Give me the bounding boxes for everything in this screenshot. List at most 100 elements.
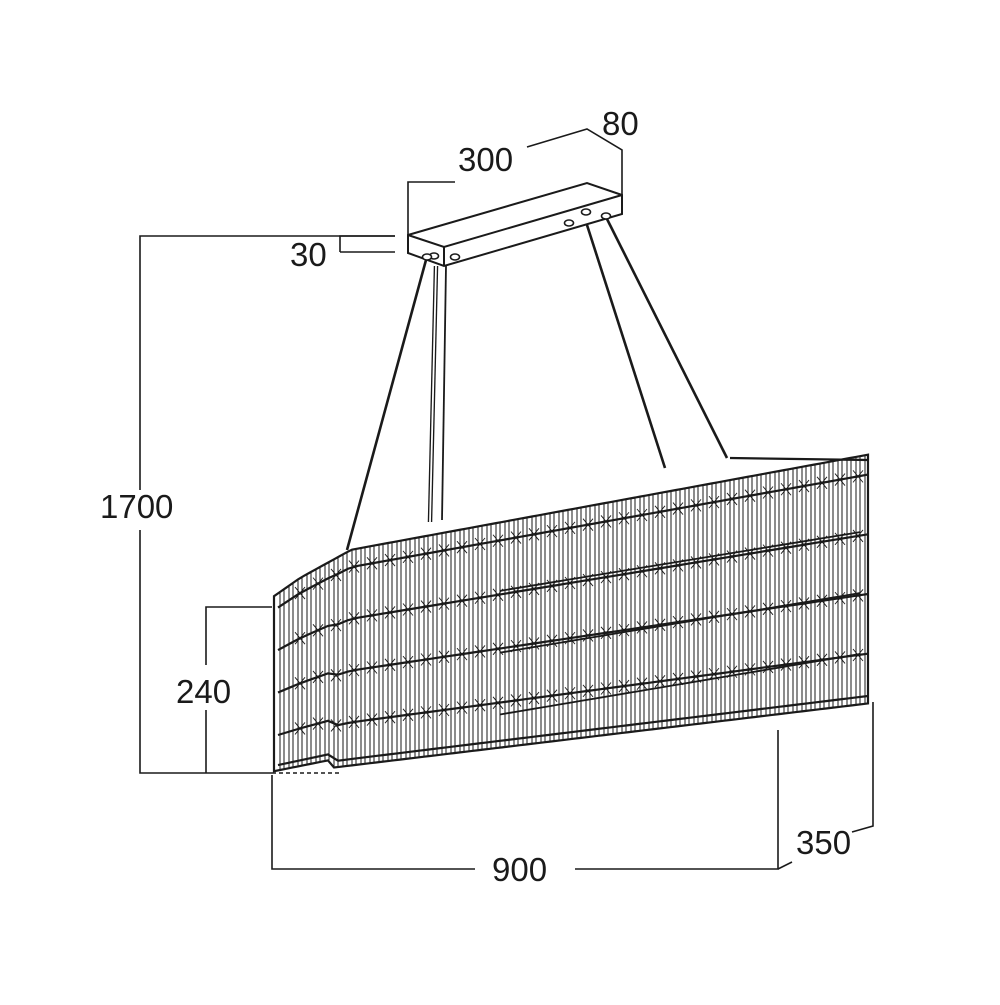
crystal-facet bbox=[762, 660, 774, 674]
body-height-dim-top bbox=[205, 606, 272, 665]
crystal-facet bbox=[636, 621, 648, 634]
crystal-facet bbox=[762, 486, 774, 499]
crystal-facet bbox=[618, 511, 630, 525]
crystal-facet bbox=[780, 541, 792, 554]
crystal-back-band-0 bbox=[499, 531, 861, 592]
crystal-facet bbox=[492, 696, 504, 710]
crystal-facet bbox=[582, 573, 594, 587]
crystal-facet bbox=[294, 722, 306, 735]
crystal-facet bbox=[402, 550, 414, 564]
crystal-facet bbox=[852, 648, 864, 662]
crystal-facet bbox=[852, 529, 864, 543]
crystal-facet bbox=[726, 492, 738, 506]
crystal-facet bbox=[528, 582, 540, 596]
crystal-facet bbox=[834, 473, 846, 486]
crystal-facets bbox=[294, 470, 864, 735]
crystal-facet bbox=[420, 706, 432, 719]
crystal-facet bbox=[798, 538, 810, 552]
crystal-band-1 bbox=[277, 533, 869, 652]
crystal-facet bbox=[546, 579, 558, 593]
crystal-facet bbox=[312, 670, 324, 684]
canopy-screw-4 bbox=[600, 212, 612, 220]
crystal-facet bbox=[600, 515, 612, 528]
canopy-length-dim-line bbox=[407, 181, 455, 235]
crystal-facet bbox=[636, 677, 648, 690]
crystal-facet bbox=[582, 629, 594, 642]
crystal-facet bbox=[744, 547, 756, 560]
crystal-facet bbox=[510, 639, 522, 653]
crystal-facet bbox=[690, 613, 702, 626]
crystal-back-band-2 bbox=[499, 653, 861, 716]
body-length-dim-left bbox=[271, 775, 475, 870]
crystal-facet bbox=[564, 631, 576, 645]
crystal-facet bbox=[348, 612, 360, 625]
crystal-facet bbox=[672, 615, 684, 629]
crystal-facet bbox=[708, 553, 720, 566]
crystal-facet bbox=[582, 518, 594, 531]
overall-height-dim-bottom bbox=[139, 530, 272, 774]
canopy-length-label: 300 bbox=[458, 141, 514, 178]
crystal-facet bbox=[348, 715, 360, 729]
crystal-facet bbox=[312, 623, 324, 637]
crystal-facet bbox=[708, 495, 720, 509]
crystal-facet bbox=[672, 559, 684, 572]
crystal-facet bbox=[816, 594, 828, 608]
crystal-facet bbox=[780, 599, 792, 613]
crystal-facet bbox=[420, 600, 432, 613]
overall-height-dim-top bbox=[139, 235, 395, 490]
crystal-facet bbox=[690, 499, 702, 512]
overall-height-label: 1700 bbox=[100, 488, 174, 525]
crystal-facet bbox=[510, 531, 522, 544]
power-rod-inner bbox=[429, 265, 437, 523]
crystal-facet bbox=[564, 576, 576, 590]
dimension-lines bbox=[139, 128, 874, 870]
crystal-facet bbox=[618, 567, 630, 581]
crystal-back-top-edge bbox=[729, 456, 869, 462]
crystal-facet bbox=[852, 589, 864, 602]
crystal-facet bbox=[762, 544, 774, 557]
crystal-facet bbox=[762, 602, 774, 616]
crystal-facet bbox=[456, 540, 468, 554]
crystal-facet bbox=[798, 597, 810, 610]
canopy-height-label: 30 bbox=[290, 236, 327, 273]
crystal-band-3 bbox=[277, 652, 869, 737]
crystal-facet bbox=[312, 717, 324, 730]
crystal-facet bbox=[438, 597, 450, 610]
crystal-facet bbox=[384, 553, 396, 567]
crystal-facet bbox=[852, 470, 864, 483]
crystal-facet bbox=[366, 609, 378, 622]
crystal-facet bbox=[456, 701, 468, 714]
canopy-depth-dim-line bbox=[526, 128, 623, 195]
cable-right-rear bbox=[604, 216, 729, 459]
crystal-facet bbox=[384, 710, 396, 724]
crystal-band-4 bbox=[277, 694, 869, 767]
crystal-facet bbox=[582, 684, 594, 698]
crystal-facet bbox=[438, 544, 450, 557]
crystal-facet bbox=[636, 508, 648, 522]
canopy-screw-1 bbox=[449, 253, 461, 261]
crystal-band-0 bbox=[277, 473, 869, 609]
crystal-facet bbox=[708, 667, 720, 681]
crystal-facet bbox=[348, 663, 360, 677]
crystal-facet bbox=[384, 606, 396, 619]
crystal-facet bbox=[726, 550, 738, 563]
canopy-height-dim-top bbox=[339, 235, 395, 252]
crystal-facet bbox=[654, 618, 666, 632]
crystal-facet bbox=[618, 679, 630, 693]
canopy-screw-2 bbox=[421, 253, 433, 261]
crystal-back-bands bbox=[499, 531, 861, 716]
crystal-facet bbox=[654, 562, 666, 575]
crystal-facet bbox=[492, 534, 504, 548]
crystal-facet bbox=[780, 482, 792, 496]
body-length-label: 900 bbox=[492, 851, 548, 888]
suspension-cables bbox=[345, 216, 729, 551]
crystal-facet bbox=[330, 719, 342, 732]
crystal-columns bbox=[279, 455, 866, 770]
crystal-facet bbox=[528, 691, 540, 705]
body-depth-dim-line bbox=[851, 702, 874, 833]
crystal-facet bbox=[402, 655, 414, 669]
crystal-facet bbox=[744, 663, 756, 676]
crystal-facet bbox=[456, 594, 468, 607]
